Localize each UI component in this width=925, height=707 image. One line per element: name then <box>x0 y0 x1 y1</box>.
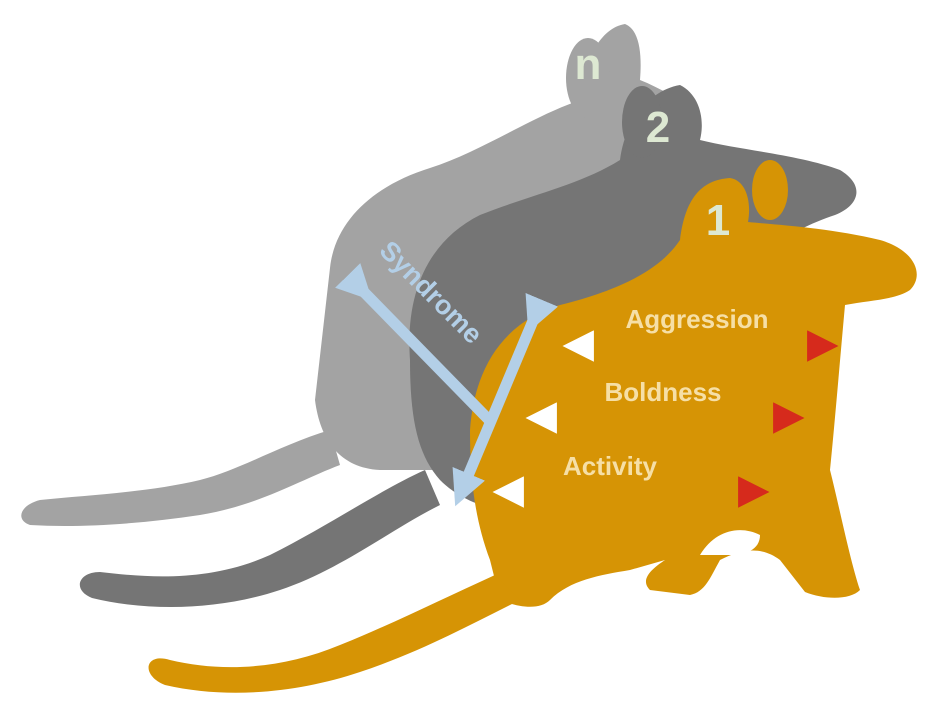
individual-2-label: 2 <box>646 103 670 152</box>
individual-n-label: n <box>575 40 602 89</box>
activity-label: Activity <box>563 451 657 481</box>
boldness-label: Boldness <box>604 377 721 407</box>
individual-1-label: 1 <box>706 196 730 245</box>
aggression-label: Aggression <box>625 304 768 334</box>
